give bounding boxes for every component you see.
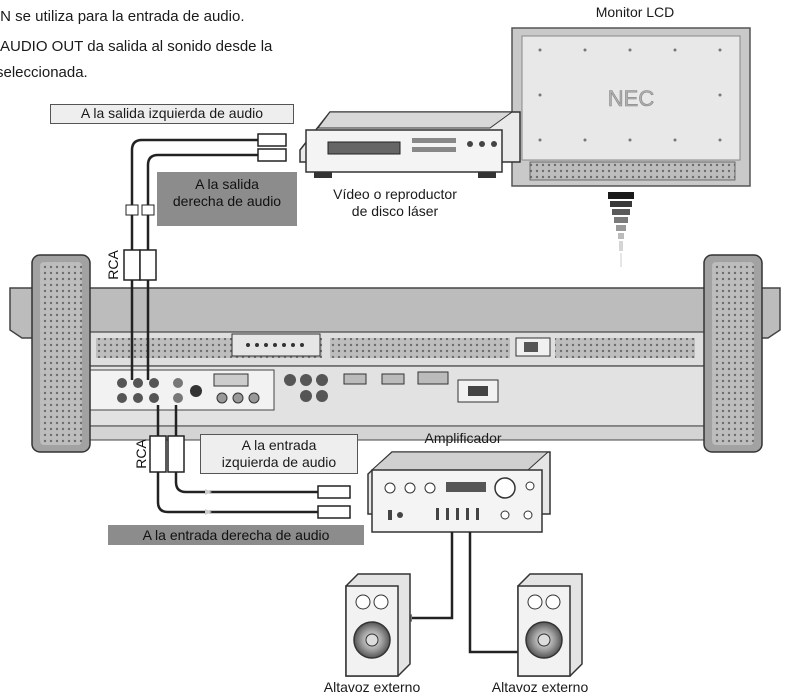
intro-line-1: IN se utiliza para la entrada de audio.: [0, 8, 245, 25]
speaker-left: [345, 573, 411, 677]
label-right-audio-in: A la entrada derecha de audio: [108, 525, 364, 545]
speaker-right: [517, 573, 583, 677]
monitor-brand: NEC: [608, 86, 655, 111]
vcr-player: [299, 111, 521, 178]
rear-panel: [9, 287, 781, 441]
stand-right: [703, 254, 763, 453]
label-right-audio-out-line-1: A la salida: [195, 176, 259, 192]
label-right-audio-out: A la salida derecha de audio: [157, 172, 297, 226]
speaker-cables: [412, 532, 518, 654]
intro-line-3: seleccionada.: [0, 64, 88, 81]
rca-label-top: RCA: [105, 250, 121, 280]
down-arrow-icon: [608, 192, 634, 267]
label-speaker-right: Altavoz externo: [491, 679, 589, 695]
stand-left: [31, 254, 91, 453]
rca-plug-top: [123, 133, 287, 281]
amplifier: [367, 451, 551, 533]
label-left-audio-in: A la entrada izquierda de audio: [200, 434, 358, 474]
rca-cable-bottom: [156, 405, 318, 514]
label-left-audio-in-line-1: A la entrada: [241, 437, 317, 453]
label-left-audio-in-line-2: izquierda de audio: [221, 454, 337, 470]
rca-cable-top: [130, 138, 258, 380]
label-right-audio-out-line-2: derecha de audio: [172, 193, 282, 209]
rca-plug-bottom: [149, 435, 351, 519]
intro-line-2: AUDIO OUT da salida al sonido desde la: [0, 38, 273, 55]
lcd-monitor: [511, 27, 751, 187]
label-amplifier: Amplificador: [424, 430, 502, 446]
label-vcr: Vídeo o reproductor de disco láser: [320, 186, 470, 220]
label-speaker-left: Altavoz externo: [323, 679, 421, 695]
rca-label-bottom: RCA: [133, 439, 149, 469]
monitor-label: Monitor LCD: [595, 4, 675, 20]
label-vcr-line-1: Vídeo o reproductor: [333, 186, 457, 202]
label-left-audio-out: A la salida izquierda de audio: [50, 104, 294, 124]
label-vcr-line-2: de disco láser: [351, 203, 439, 219]
